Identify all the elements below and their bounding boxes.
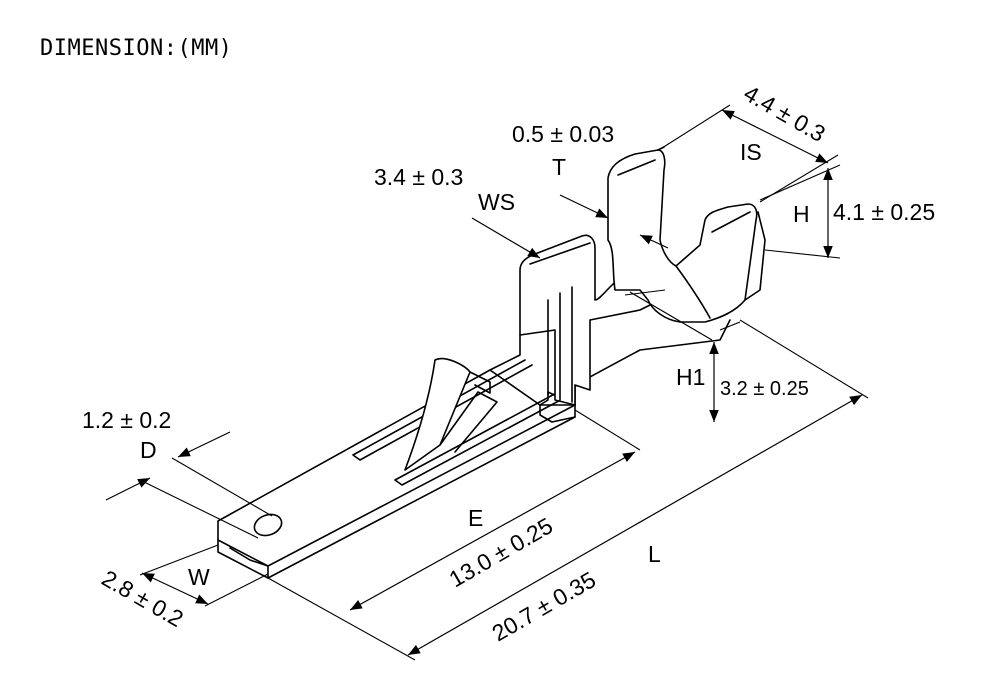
- mounting-hole: [253, 513, 283, 537]
- wire-width-value: 3.4 ± 0.3: [374, 164, 463, 190]
- insulation-width-symbol: IS: [740, 139, 762, 165]
- dimension-labels: 0.5 ± 0.03 T 4.4 ± 0.3 IS 3.4 ± 0.3 WS 4…: [82, 80, 935, 647]
- dimension-lines: [105, 104, 869, 661]
- dimension-unit-title: DIMENSION:(MM): [40, 36, 233, 61]
- total-length-symbol: L: [648, 541, 661, 567]
- total-length-value: 20.7 ± 0.35: [488, 566, 601, 646]
- thickness-symbol: T: [552, 154, 566, 180]
- tab-length-value: 13.0 ± 0.25: [445, 512, 558, 592]
- height-wire-value: 3.2 ± 0.25: [720, 378, 809, 400]
- tab-width-symbol: W: [188, 564, 210, 590]
- height-wire-symbol: H1: [676, 364, 705, 390]
- height-value: 4.1 ± 0.25: [833, 199, 935, 225]
- height-symbol: H: [793, 201, 810, 227]
- hole-d-value: 1.2 ± 0.2: [82, 407, 171, 433]
- tab-length-symbol: E: [468, 505, 483, 531]
- hole-d-symbol: D: [140, 437, 157, 463]
- wire-width-symbol: WS: [478, 189, 515, 215]
- tab-width-value: 2.8 ± 0.2: [98, 565, 188, 632]
- insulation-width-value: 4.4 ± 0.3: [740, 80, 830, 147]
- thickness-value: 0.5 ± 0.03: [512, 121, 614, 147]
